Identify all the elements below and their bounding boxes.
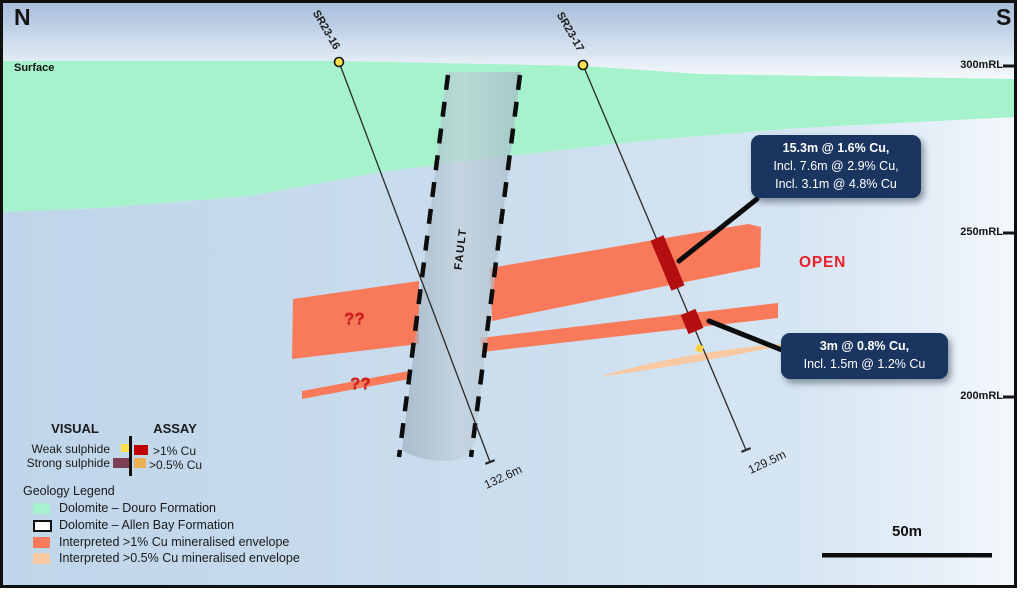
open-annotation: OPEN xyxy=(799,254,847,271)
allen-bay-formation-region xyxy=(3,117,1015,586)
tick-300mrl xyxy=(1003,64,1014,68)
callout-leader-2 xyxy=(706,318,790,355)
geology-swatch-envelope-1pc xyxy=(33,537,50,548)
elevation-label-300mrl: 300mRL xyxy=(960,59,1003,71)
legend-assay-05pc-swatch xyxy=(134,458,146,468)
geology-legend-header: Geology Legend xyxy=(23,484,115,498)
envelope-1pc-south-lower xyxy=(480,303,778,352)
elevation-label-200mrl: 200mRL xyxy=(960,390,1003,402)
callout-1-line-3: Incl. 3.1m @ 4.8% Cu xyxy=(775,176,897,191)
tick-250mrl xyxy=(1003,231,1014,235)
drillhole-end-tick-sr23-16 xyxy=(484,459,496,465)
drillhole-trace-sr23-16 xyxy=(338,61,491,463)
envelope-05pc-lens xyxy=(598,343,795,377)
drillhole-end-tick-sr23-17 xyxy=(740,447,752,453)
elevation-label-250mrl: 250mRL xyxy=(960,226,1003,238)
scale-bar-label: 50m xyxy=(891,523,923,540)
geology-label-envelope-05pc: Interpreted >0.5% Cu mineralised envelop… xyxy=(59,551,300,565)
geology-label-envelope-1pc: Interpreted >1% Cu mineralised envelope xyxy=(59,535,290,549)
intercept-marker-lower xyxy=(680,308,704,335)
collar-sr23-17 xyxy=(577,59,589,71)
legend-strong-sulphide-swatch xyxy=(113,458,129,468)
geology-swatch-douro xyxy=(33,503,50,514)
geology-swatch-allen-bay xyxy=(33,520,52,532)
weak-sulphide-marker xyxy=(694,343,705,354)
collar-sr23-16 xyxy=(333,56,345,68)
legend-assay-1pc-label: >1% Cu xyxy=(153,444,197,458)
geology-label-allen-bay: Dolomite – Allen Bay Formation xyxy=(59,518,235,532)
legend-drill-trace-glyph xyxy=(129,436,132,476)
legend-assay-1pc-swatch xyxy=(134,445,148,455)
query-marks-upper: ?? xyxy=(344,309,365,328)
scale-bar-line xyxy=(822,553,992,558)
callout-leader-1 xyxy=(676,196,760,264)
legend-assay-header: ASSAY xyxy=(153,421,197,436)
callout-2-line-2: Incl. 1.5m @ 1.2% Cu xyxy=(803,356,926,371)
callout-2-line-1: 3m @ 0.8% Cu, xyxy=(819,339,910,353)
legend-assay-05pc-label: >0.5% Cu xyxy=(149,458,203,472)
intercept-callout-1: 15.3m @ 1.6% Cu, Incl. 7.6m @ 2.9% Cu, I… xyxy=(751,135,921,199)
fault-boundary-north xyxy=(396,74,451,458)
intercept-callout-2: 3m @ 0.8% Cu, Incl. 1.5m @ 1.2% Cu xyxy=(781,333,948,379)
callout-1-line-2: Incl. 7.6m @ 2.9% Cu, xyxy=(773,158,899,173)
intercept-marker-upper xyxy=(650,235,685,291)
query-marks-lower: ?? xyxy=(350,374,371,393)
compass-south-label: S xyxy=(996,4,1012,30)
compass-north-label: N xyxy=(14,4,32,30)
geology-label-douro: Dolomite – Douro Formation xyxy=(59,501,217,515)
fault-boundary-south xyxy=(468,74,523,458)
envelope-1pc-north-lower xyxy=(302,371,409,399)
surface-label: Surface xyxy=(14,62,55,74)
envelope-1pc-north-upper xyxy=(292,281,419,359)
legend-visual-header: VISUAL xyxy=(51,421,99,436)
tick-200mrl xyxy=(1003,395,1014,399)
fault-zone xyxy=(402,72,521,461)
callout-1-line-1: 15.3m @ 1.6% Cu, xyxy=(782,141,890,155)
legend-strong-sulphide-label: Strong sulphide xyxy=(26,456,110,470)
geology-swatch-envelope-05pc xyxy=(33,553,50,564)
legend-weak-sulphide-label: Weak sulphide xyxy=(31,442,111,456)
legend-weak-sulphide-swatch xyxy=(121,444,129,452)
